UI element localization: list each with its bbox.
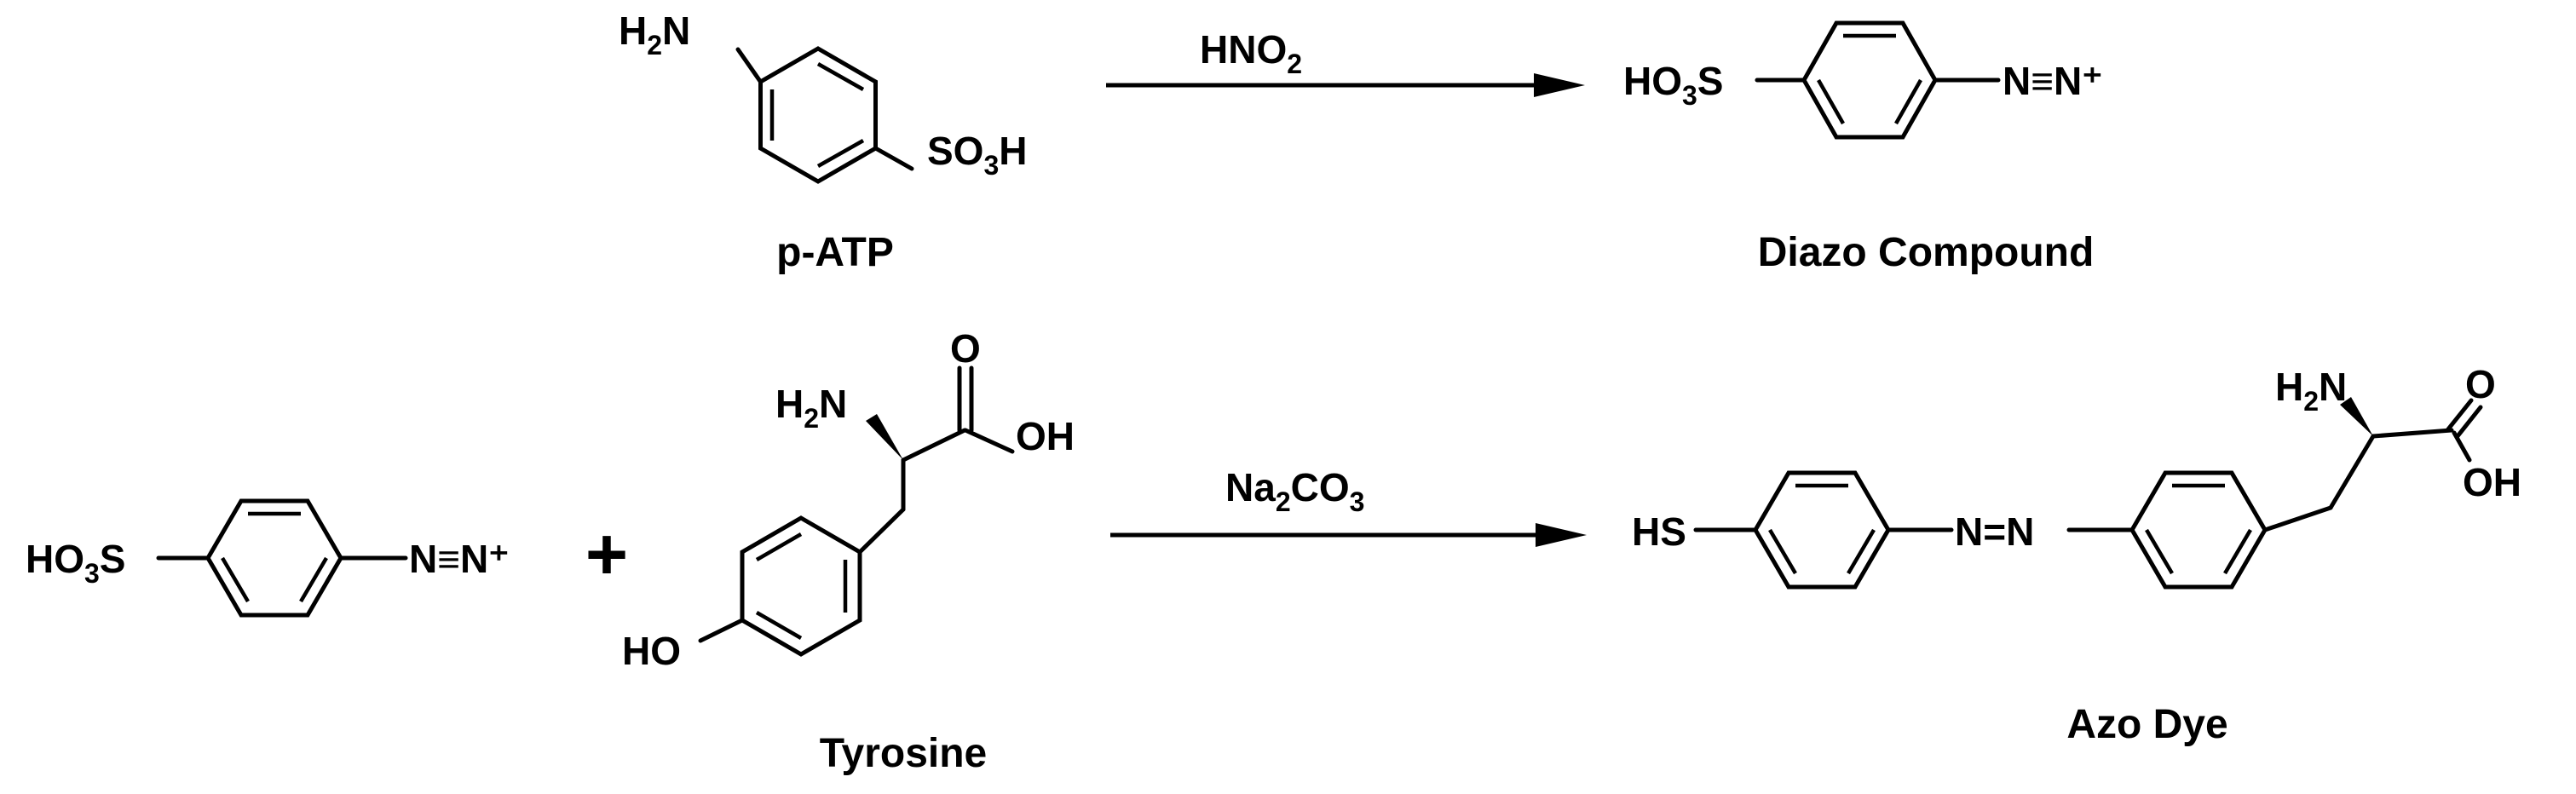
sulfonic-group: HO3S xyxy=(26,537,125,589)
carbonyl-oxygen: O xyxy=(950,326,981,371)
wedge-bond xyxy=(2340,397,2373,436)
c-cooh-bond xyxy=(2371,428,2454,439)
diazonium-group: N≡N⁺ xyxy=(409,537,510,581)
carboxyl-oh: OH xyxy=(1016,414,1075,458)
oh-bond xyxy=(698,618,745,643)
amino-group: H2N xyxy=(619,9,690,60)
benzene-ring xyxy=(758,46,878,184)
amino-group: H2N xyxy=(775,382,847,434)
plus-sign: + xyxy=(585,514,628,596)
reagent-hno2: HNO2 xyxy=(1200,27,1302,79)
benzene-ring xyxy=(1753,470,1891,590)
c-o-double-bond xyxy=(2455,405,2483,439)
sulfonic-group: HO3S xyxy=(1623,59,1723,111)
c-oh-bond xyxy=(2452,430,2472,463)
c-cooh-bond xyxy=(901,428,967,463)
ch2-bond xyxy=(2328,434,2376,510)
benzene-ring xyxy=(205,498,343,618)
benzene-ring xyxy=(2129,470,2268,590)
amino-bond xyxy=(735,47,763,84)
carbonyl-oxygen: O xyxy=(2465,362,2496,406)
reactant-label: Tyrosine xyxy=(820,731,988,776)
reagent-na2co3: Na2CO3 xyxy=(1225,465,1364,517)
product-label: Diazo Compound xyxy=(1758,230,2095,275)
ch2-bond xyxy=(857,507,906,555)
ch2-bond xyxy=(2262,505,2333,532)
phenol-oh: HO xyxy=(622,629,681,673)
reactant-label: p-ATP xyxy=(776,230,894,275)
product-azo-dye: HS N=N H2N O OH Azo Dye xyxy=(1632,362,2521,747)
c-oh-bond xyxy=(963,428,1015,454)
product-label: Azo Dye xyxy=(2066,702,2227,747)
benzene-ring xyxy=(740,515,862,657)
sulfonic-group: SO3H xyxy=(927,129,1028,181)
benzene-ring xyxy=(1801,20,1938,140)
reaction2-arrow-group: Na2CO3 xyxy=(1110,465,1587,547)
c-o-double-bond xyxy=(2445,398,2474,433)
azo-group: N=N xyxy=(1955,509,2034,554)
reactant-tyrosine: HO H2N O OH Tyrosine xyxy=(622,326,1075,776)
carboxyl-oh: OH xyxy=(2463,460,2521,504)
amino-group: H2N xyxy=(2275,365,2347,417)
reactant-diazo-compound: HO3S N≡N⁺ xyxy=(26,498,510,618)
reaction1-arrow-group: HNO2 xyxy=(1106,27,1585,97)
thiol-group: HS xyxy=(1632,509,1686,554)
product-diazo-compound: HO3S N≡N⁺ Diazo Compound xyxy=(1623,20,2103,275)
arrowhead xyxy=(1536,523,1587,547)
arrowhead xyxy=(1534,73,1585,97)
reactant-p-atp: H2N SO3H p-ATP xyxy=(619,9,1028,275)
diazonium-group: N≡N⁺ xyxy=(2003,59,2103,103)
wedge-bond xyxy=(866,414,903,460)
sulfonic-bond xyxy=(873,146,914,171)
